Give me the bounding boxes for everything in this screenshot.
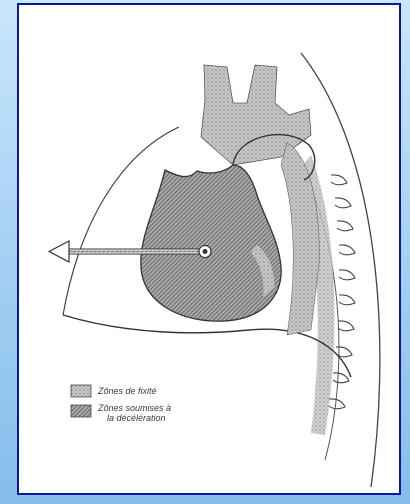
- legend-fixed-swatch: [71, 385, 91, 397]
- legend-decel-swatch: [71, 405, 91, 417]
- thorax-diagram: [19, 5, 399, 493]
- heart: [141, 165, 281, 321]
- legend-decel-label-1: Zônes soumises à: [98, 403, 171, 413]
- legend-fixed-label: Zônes de fixité: [98, 386, 157, 396]
- diagram-frame: Zônes de fixité Zônes soumises à la décé…: [17, 3, 401, 495]
- legend-decel-label-2: la décélération: [107, 413, 166, 423]
